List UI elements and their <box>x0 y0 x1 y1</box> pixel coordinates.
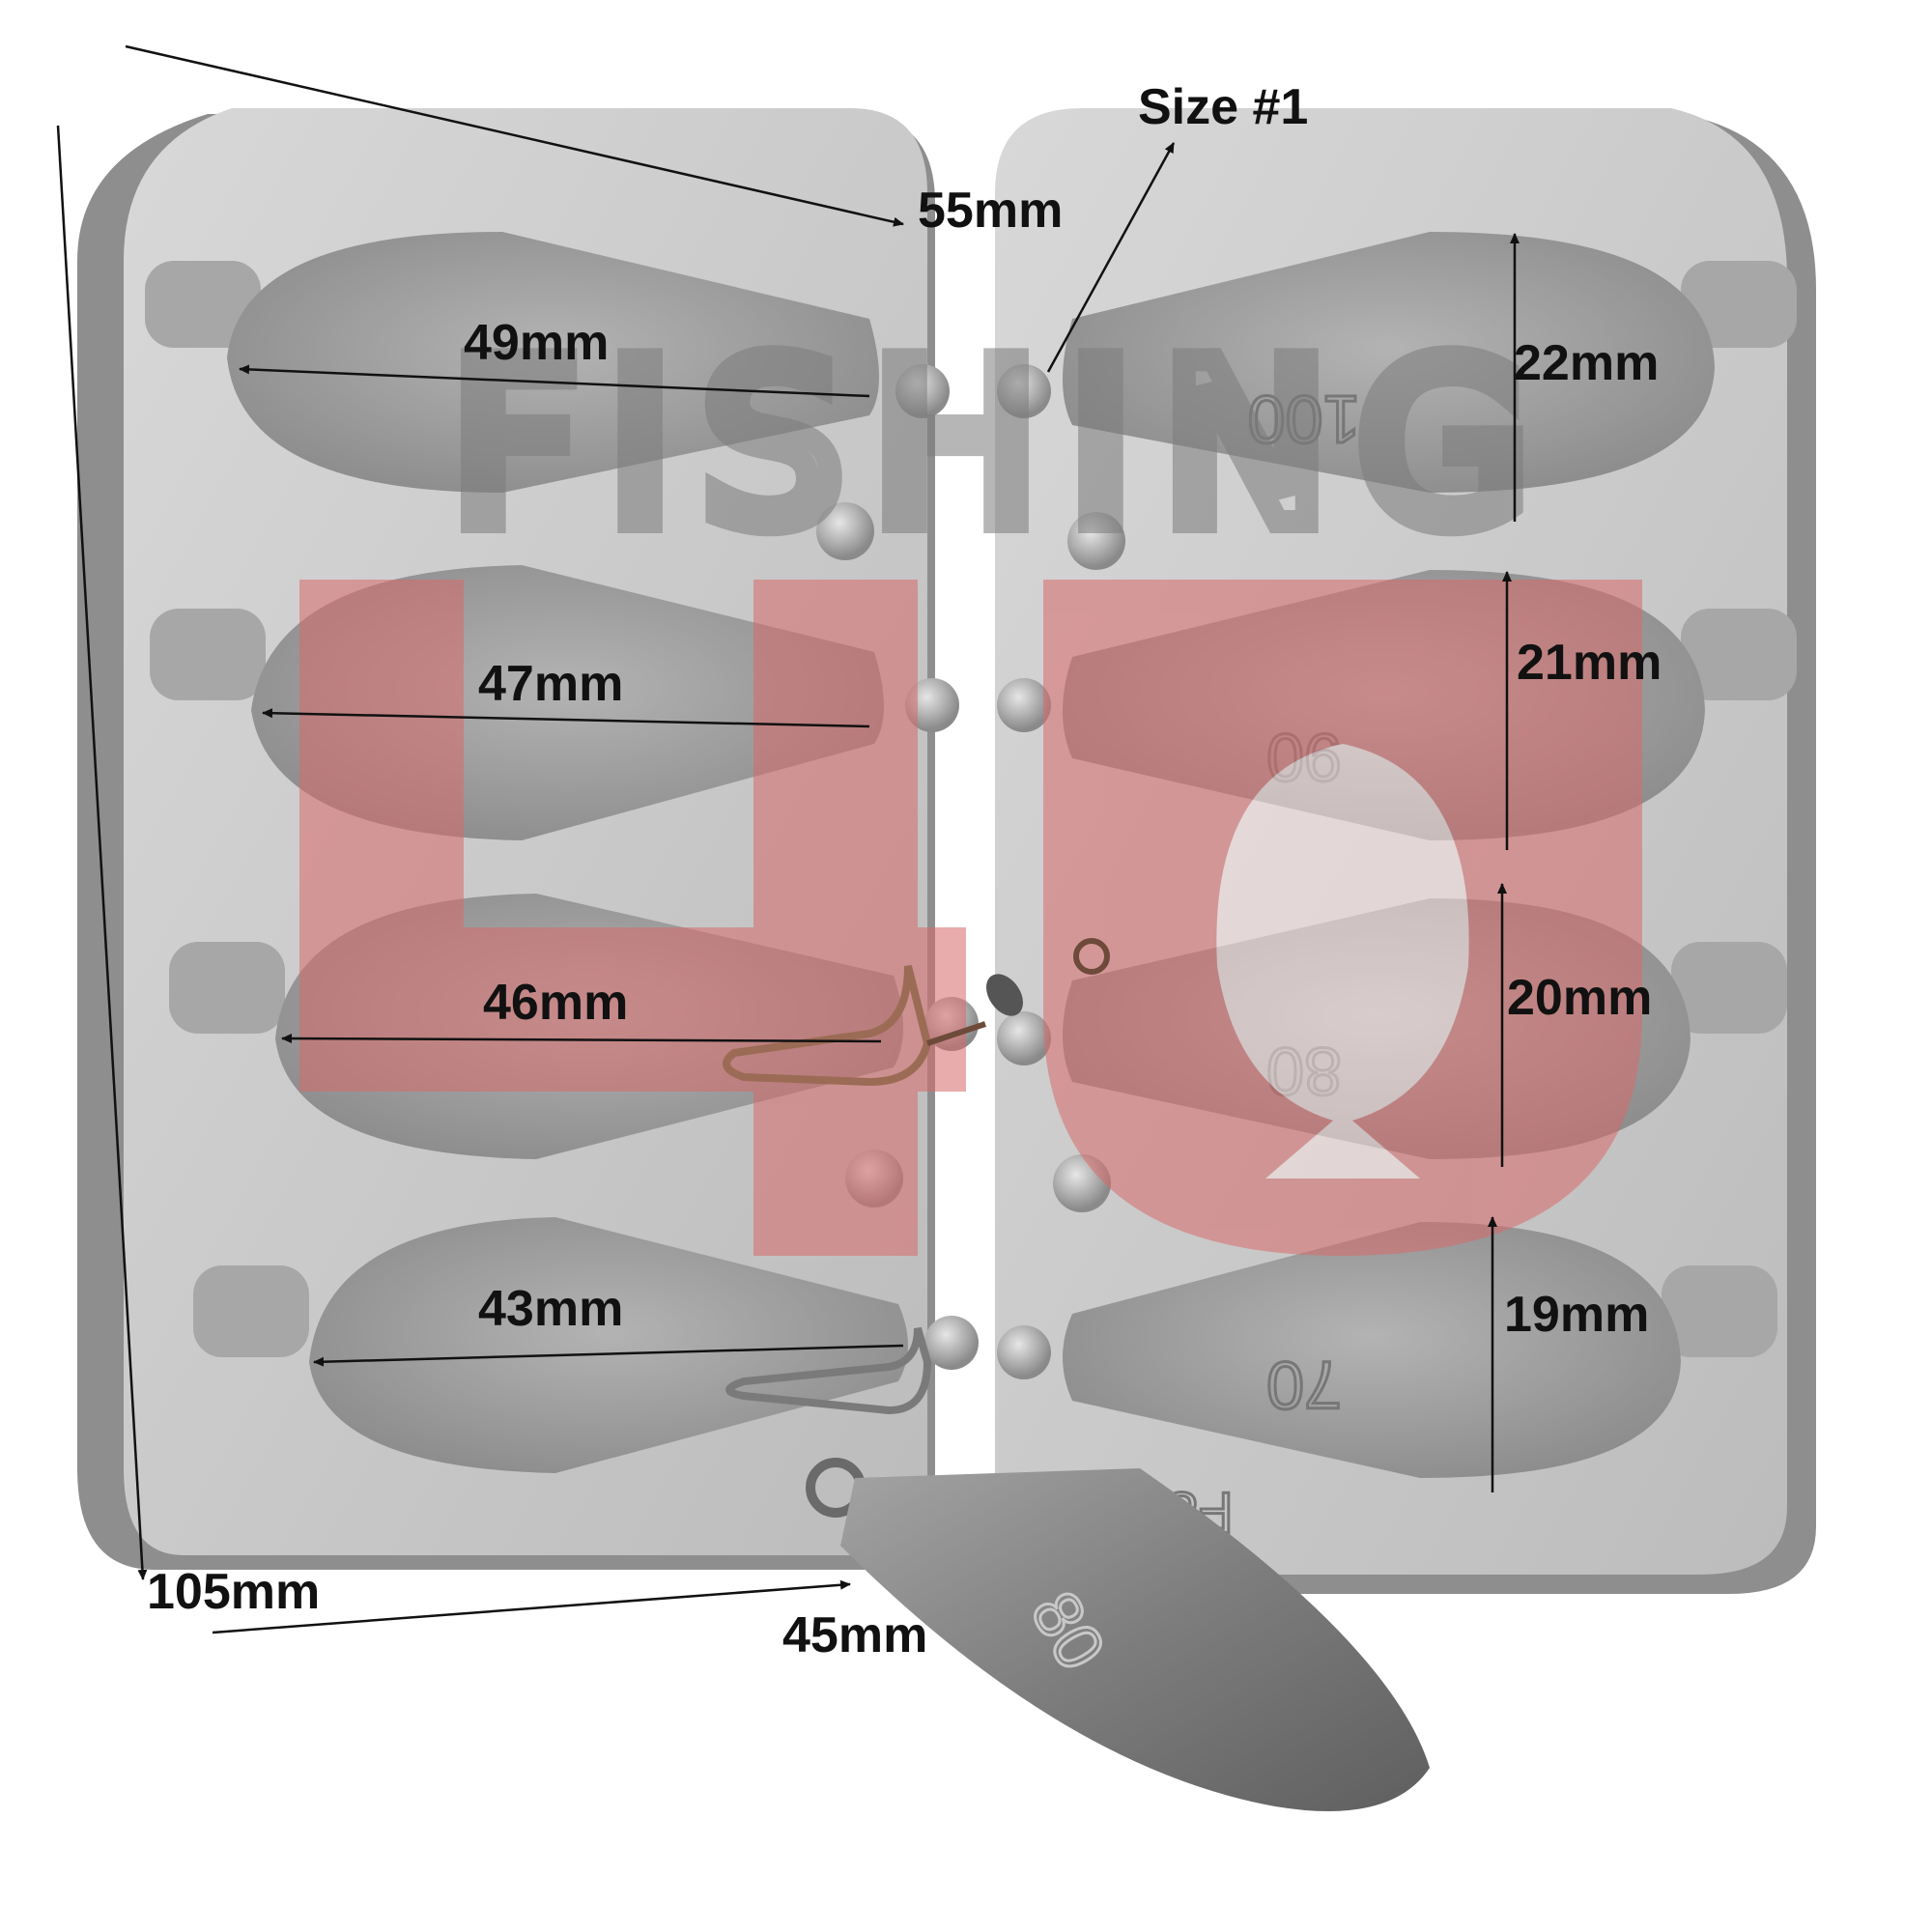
length-label-2: 47mm <box>478 656 623 712</box>
length-arrow-1 <box>239 364 870 398</box>
width-dimension-line <box>125 44 904 227</box>
snap-clip-steel <box>725 1326 932 1415</box>
watermark-logo: FISHING <box>299 305 1642 1256</box>
cavity-left-1 <box>145 232 950 493</box>
height-label: 105mm <box>147 1564 320 1620</box>
length-arrow-4 <box>313 1344 904 1367</box>
width-label-4: 19mm <box>1504 1287 1649 1343</box>
engraving-70: 70 <box>1266 1348 1342 1423</box>
swivel <box>985 974 1024 1016</box>
snap-clip-copper <box>723 938 1110 1087</box>
width-label-2: 21mm <box>1517 635 1662 691</box>
cavity-left-4 <box>193 1217 979 1473</box>
watermark-fish-icon <box>1216 744 1469 1179</box>
bottom-label: 45mm <box>782 1607 927 1663</box>
alignment-pin <box>816 502 874 560</box>
engraving-100: 100 <box>1248 382 1361 457</box>
length-arrow-3 <box>281 1034 882 1044</box>
lead-sinker: 80 <box>806 1458 1430 1811</box>
dimension-labels: 55mm 105mm 45mm Size #1 49mm 47mm 46mm 4… <box>147 79 1662 1663</box>
watermark-letter-t <box>753 580 918 1256</box>
dimension-arrows <box>56 44 1520 1634</box>
length-arrow-2 <box>262 708 870 728</box>
cavity-right-1 <box>997 232 1797 493</box>
alignment-pin <box>1067 512 1125 570</box>
size-label: Size #1 <box>1138 79 1308 135</box>
watermark-word: FISHING <box>450 317 1558 575</box>
width-label-3: 20mm <box>1507 970 1652 1026</box>
watermark-fish-badge <box>1043 580 1642 1256</box>
length-label-4: 43mm <box>478 1281 623 1337</box>
size-pointer-line <box>1046 142 1176 373</box>
length-label-1: 49mm <box>464 315 609 371</box>
width-label: 55mm <box>918 183 1063 239</box>
cavity-right-4 <box>997 1222 1777 1478</box>
width-label-1: 22mm <box>1514 335 1659 391</box>
length-label-3: 46mm <box>483 975 628 1031</box>
height-dimension-line <box>56 125 148 1580</box>
bottom-dimension-line <box>212 1579 851 1634</box>
